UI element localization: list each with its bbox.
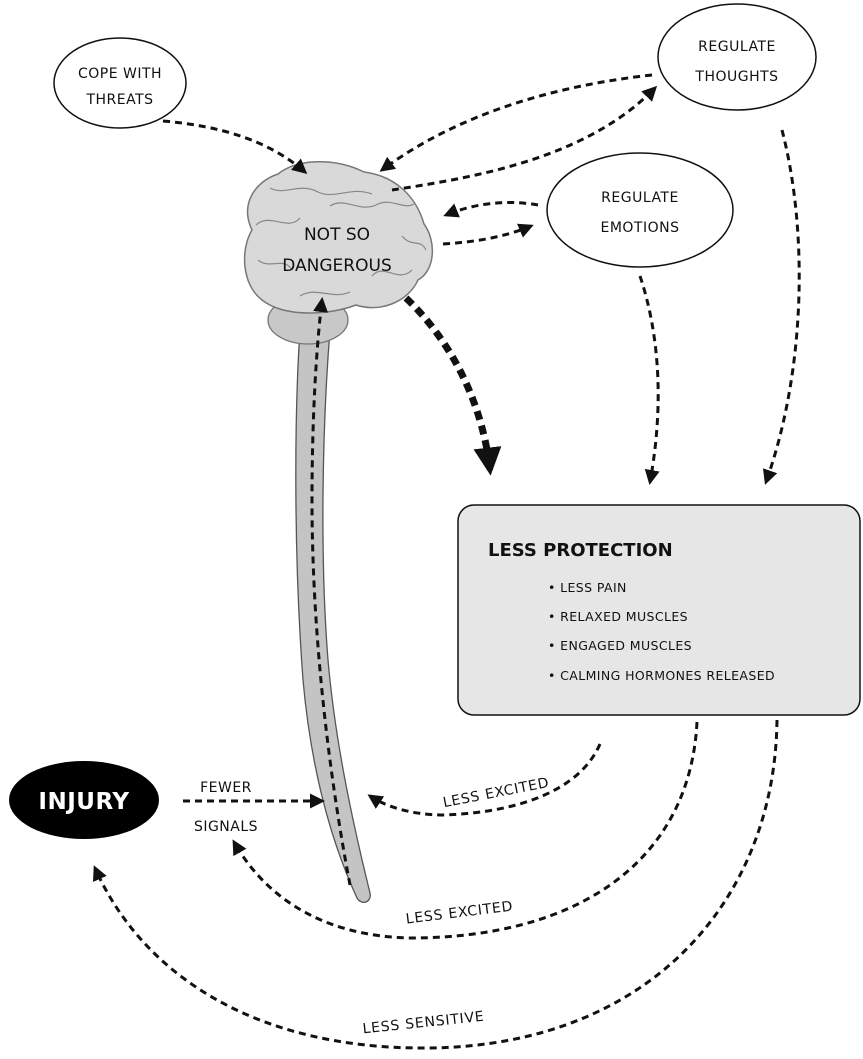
signals-label-line2: SIGNALS	[194, 819, 258, 835]
injury-node	[9, 761, 159, 839]
brain-label-line2: DANGEROUS	[282, 256, 391, 276]
protection-item: • CALMING HORMONES RELEASED	[548, 668, 775, 683]
curve-label-outer: LESS SENSITIVE	[362, 1009, 485, 1038]
cope-with-threats-node	[53, 37, 187, 129]
arrow-less-excited-middle	[232, 721, 699, 940]
arrow-brain-to-protection	[403, 295, 502, 476]
regulate-emotions-node	[546, 152, 734, 268]
arrow-thoughts-to-protection	[762, 129, 801, 485]
cope-label-line1: COPE WITH	[78, 66, 162, 82]
arrow-brain-to-emotions	[442, 223, 534, 246]
injury-label: INJURY	[38, 789, 129, 815]
emotions-label-line2: EMOTIONS	[600, 220, 679, 236]
protection-item: • ENGAGED MUSCLES	[548, 638, 692, 653]
arrow-emotions-to-brain	[443, 200, 539, 218]
brain-label-line1: NOT SO	[304, 225, 370, 245]
arrow-less-sensitive	[92, 719, 779, 1050]
protection-title: LESS PROTECTION	[488, 540, 673, 561]
arrow-emotions-to-protection	[638, 275, 660, 485]
thoughts-label-line1: REGULATE	[698, 39, 776, 55]
protection-item: • LESS PAIN	[548, 580, 627, 595]
spinal-cord	[295, 329, 371, 903]
protection-item: • RELAXED MUSCLES	[548, 609, 688, 624]
curve-label-middle: LESS EXCITED	[405, 899, 514, 928]
arrow-less-excited-inner	[367, 743, 602, 817]
thoughts-label-line2: THOUGHTS	[694, 69, 778, 85]
brain-icon	[243, 161, 434, 345]
arrow-cope-to-brain	[162, 119, 308, 174]
regulate-thoughts-node	[657, 3, 817, 111]
signals-label-line1: FEWER	[200, 780, 252, 796]
arrow-brain-to-thoughts	[391, 85, 658, 192]
less-protection-box	[457, 504, 861, 716]
cope-label-line2: THREATS	[85, 92, 153, 108]
curve-label-inner: LESS EXCITED	[442, 775, 551, 811]
emotions-label-line1: REGULATE	[601, 190, 679, 206]
arrow-thoughts-to-brain	[379, 73, 653, 172]
